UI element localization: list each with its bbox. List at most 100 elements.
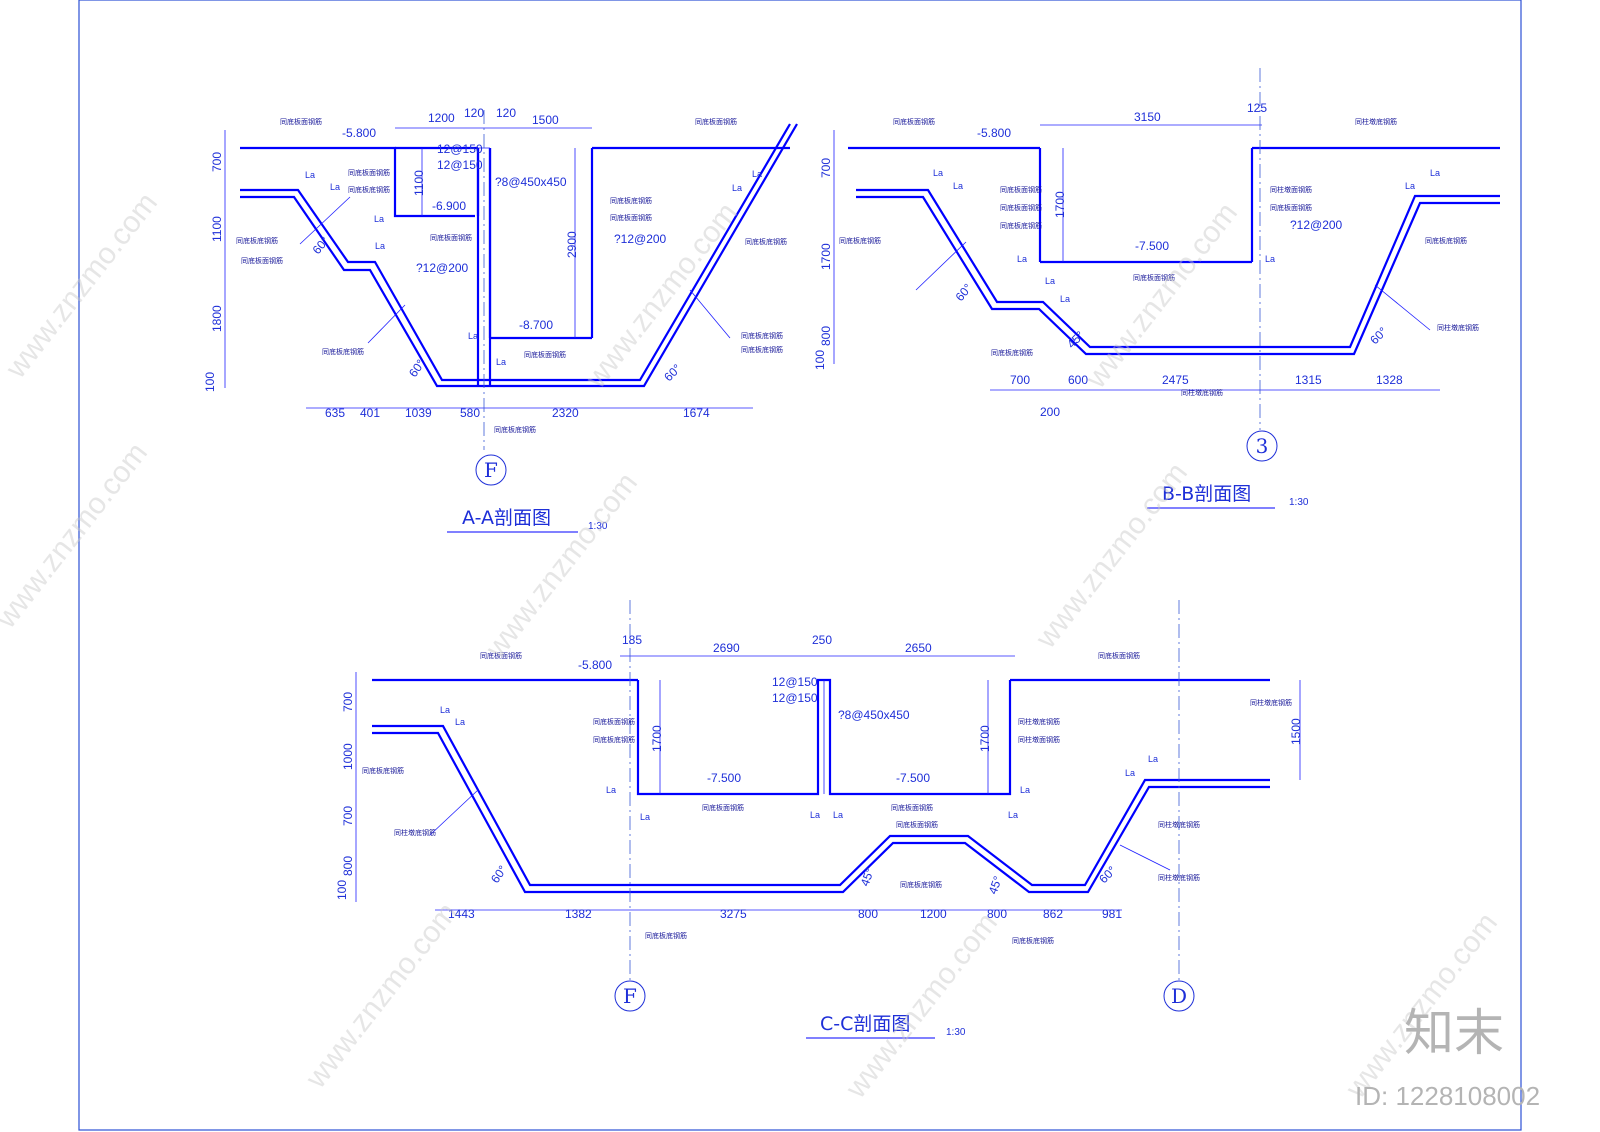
cc-la-6: La — [833, 810, 843, 820]
cc-bot-dim-3: 3275 — [720, 907, 747, 921]
bb-la-4: La — [1045, 276, 1055, 286]
aa-bot-dim-6: 1674 — [683, 406, 710, 420]
cc-rebar-1: 12@150 — [772, 675, 818, 689]
bb-leader-1 — [915, 241, 967, 291]
bb-bot-dim-3: 2475 — [1162, 373, 1189, 387]
cc-la-2: La — [455, 717, 465, 727]
cc-note-9: 同底板面钢筋 — [896, 820, 938, 829]
image-id: ID: 1228108002 — [1355, 1081, 1540, 1111]
aa-level-3: -8.700 — [519, 318, 553, 332]
cc-note-7: 同底板底钢筋 — [645, 931, 687, 940]
cc-top-dim-1: 185 — [622, 633, 642, 647]
bb-note-2: 同底板面钢筋 — [1000, 185, 1042, 194]
cc-bot-dim-1: 1443 — [448, 907, 475, 921]
cc-bot-dim-8: 981 — [1102, 907, 1122, 921]
aa-left-dim-3: 1800 — [210, 305, 224, 332]
cc-axis-bubble-2 — [1163, 980, 1195, 1012]
aa-title: A-A剖面图 — [462, 507, 551, 529]
aa-note-9: 同底板面钢筋 — [524, 350, 566, 359]
aa-la-3: La — [374, 214, 384, 224]
cc-note-14: 同柱墩底钢筋 — [1158, 820, 1200, 829]
cc-title: C-C剖面图 — [820, 1013, 910, 1035]
aa-left-dim-1: 700 — [210, 152, 224, 172]
aa-angle-2: 60° — [406, 357, 428, 380]
cc-la-3: La — [606, 785, 616, 795]
bb-title: B-B剖面图 — [1162, 483, 1251, 505]
aa-leader-1 — [299, 196, 351, 245]
bb-la-8: La — [1430, 168, 1440, 178]
cc-la-9: La — [1125, 768, 1135, 778]
bb-la-1: La — [933, 168, 943, 178]
cc-la-4: La — [640, 812, 650, 822]
aa-profile-inner — [240, 123, 798, 388]
aa-axis-bubble — [475, 454, 507, 486]
aa-axis-label: F — [484, 458, 498, 482]
cc-la-8: La — [1020, 785, 1030, 795]
cc-la-7: La — [1008, 810, 1018, 820]
cc-top-dim-4: 2650 — [905, 641, 932, 655]
cc-bot-dim-2: 1382 — [565, 907, 592, 921]
cc-angle-1: 60° — [488, 863, 510, 886]
aa-angle-1: 60° — [310, 234, 333, 257]
aa-rebar-4: ?12@200 — [416, 261, 469, 275]
watermark-text-3: www.znzmo.com — [1079, 197, 1244, 395]
cc-bot-dim-4: 800 — [858, 907, 878, 921]
cc-left-dim-2: 1000 — [341, 743, 355, 770]
bb-rebar-1: ?12@200 — [1290, 218, 1343, 232]
bb-note-10: 同底板面钢筋 — [1270, 203, 1312, 212]
cc-inner-dim-3: 1500 — [1289, 718, 1303, 745]
cc-axis-label-1: F — [623, 984, 637, 1008]
aa-note-5: 同底板面钢筋 — [241, 256, 283, 265]
bb-angle-2: 45° — [1064, 328, 1087, 351]
cc-note-11: 同柱墩底钢筋 — [1018, 717, 1060, 726]
cc-bot-dim-6: 800 — [987, 907, 1007, 921]
bb-note-9: 同柱墩面钢筋 — [1270, 185, 1312, 194]
bb-axis-label: 3 — [1256, 434, 1269, 458]
cc-note-16: 同柱墩底钢筋 — [1158, 873, 1200, 882]
cc-note-15: 同底板底钢筋 — [1012, 936, 1054, 945]
cc-angle-4: 60° — [1096, 863, 1119, 886]
aa-note-11: 同底板面钢筋 — [610, 213, 652, 222]
bb-note-5: 同底板底钢筋 — [839, 236, 881, 245]
aa-note-1: 同底板面钢筋 — [280, 117, 322, 126]
watermark-layer: www.znzmo.com www.znzmo.com www.znzmo.co… — [0, 187, 1540, 1111]
cc-axis-bubble-1 — [614, 980, 646, 1012]
cc-bot-dim-5: 1200 — [920, 907, 947, 921]
cc-angle-3: 45° — [986, 874, 1005, 896]
aa-rebar-1: 12@150 — [437, 142, 483, 156]
watermark-text-4: www.znzmo.com — [0, 437, 154, 635]
cc-left-dim-1: 700 — [341, 692, 355, 712]
cc-level-1: -5.800 — [578, 658, 612, 672]
cc-angle-2: 45° — [858, 866, 877, 888]
bb-profile-inner — [856, 195, 1500, 356]
aa-level-2: -6.900 — [432, 199, 466, 213]
aa-slab-left — [240, 146, 475, 218]
brand-logo: 知末 — [1404, 1004, 1504, 1062]
bb-angle-1: 60° — [953, 281, 976, 304]
cc-left-dim-5: 100 — [335, 880, 349, 900]
bb-left-dim-4: 100 — [813, 350, 827, 370]
bb-la-5: La — [1060, 294, 1070, 304]
aa-note-7: 同底板面钢筋 — [430, 233, 472, 242]
cc-note-3: 同柱墩底钢筋 — [394, 828, 436, 837]
aa-angle-3: 60° — [661, 361, 684, 384]
bb-level-2: -7.500 — [1135, 239, 1169, 253]
cc-top-dim-2: 2690 — [713, 641, 740, 655]
aa-note-6: 同底板底钢筋 — [322, 347, 364, 356]
bb-note-4: 同底板底钢筋 — [1000, 221, 1042, 230]
bb-note-11: 同底板底钢筋 — [1425, 236, 1467, 245]
aa-leader-3 — [689, 289, 731, 339]
bb-inner-dim: 1700 — [1053, 191, 1067, 218]
bb-note-3: 同底板面钢筋 — [1000, 203, 1042, 212]
aa-bot-dim-2: 401 — [360, 406, 380, 420]
cc-axis-label-2: D — [1171, 984, 1187, 1008]
bb-note-13: 同柱墩底钢筋 — [1355, 117, 1397, 126]
aa-note-14: 同底板底钢筋 — [741, 331, 783, 340]
bb-note-6: 同底板面钢筋 — [1133, 273, 1175, 282]
aa-la-8: La — [752, 169, 762, 179]
aa-bot-dim-3: 1039 — [405, 406, 432, 420]
aa-la-1: La — [305, 170, 315, 180]
cc-level-2: -7.500 — [707, 771, 741, 785]
cc-rebar-2: 12@150 — [772, 691, 818, 705]
aa-rebar-3: ?8@450x450 — [495, 175, 567, 189]
